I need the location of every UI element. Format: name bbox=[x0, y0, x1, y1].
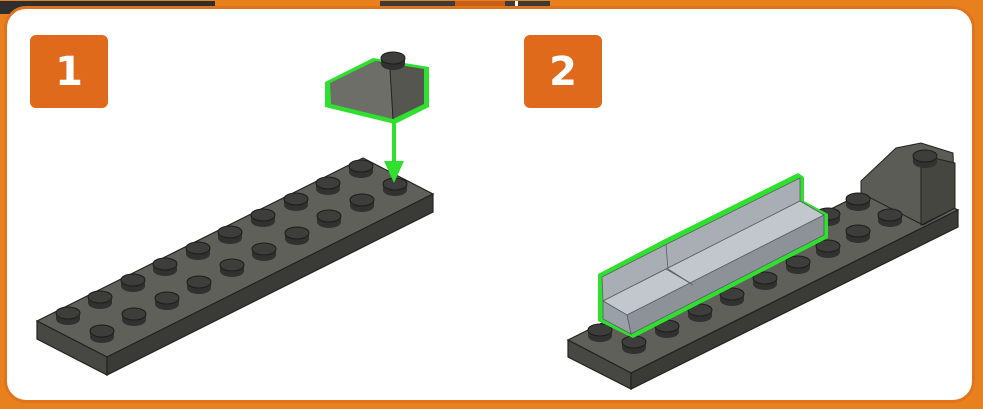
instruction-panel: 1 2 bbox=[4, 6, 975, 403]
step-2-illustration bbox=[568, 143, 958, 389]
step-1-illustration bbox=[37, 52, 433, 375]
slope-brick-highlighted bbox=[325, 52, 429, 124]
step-illustrations bbox=[7, 9, 975, 403]
